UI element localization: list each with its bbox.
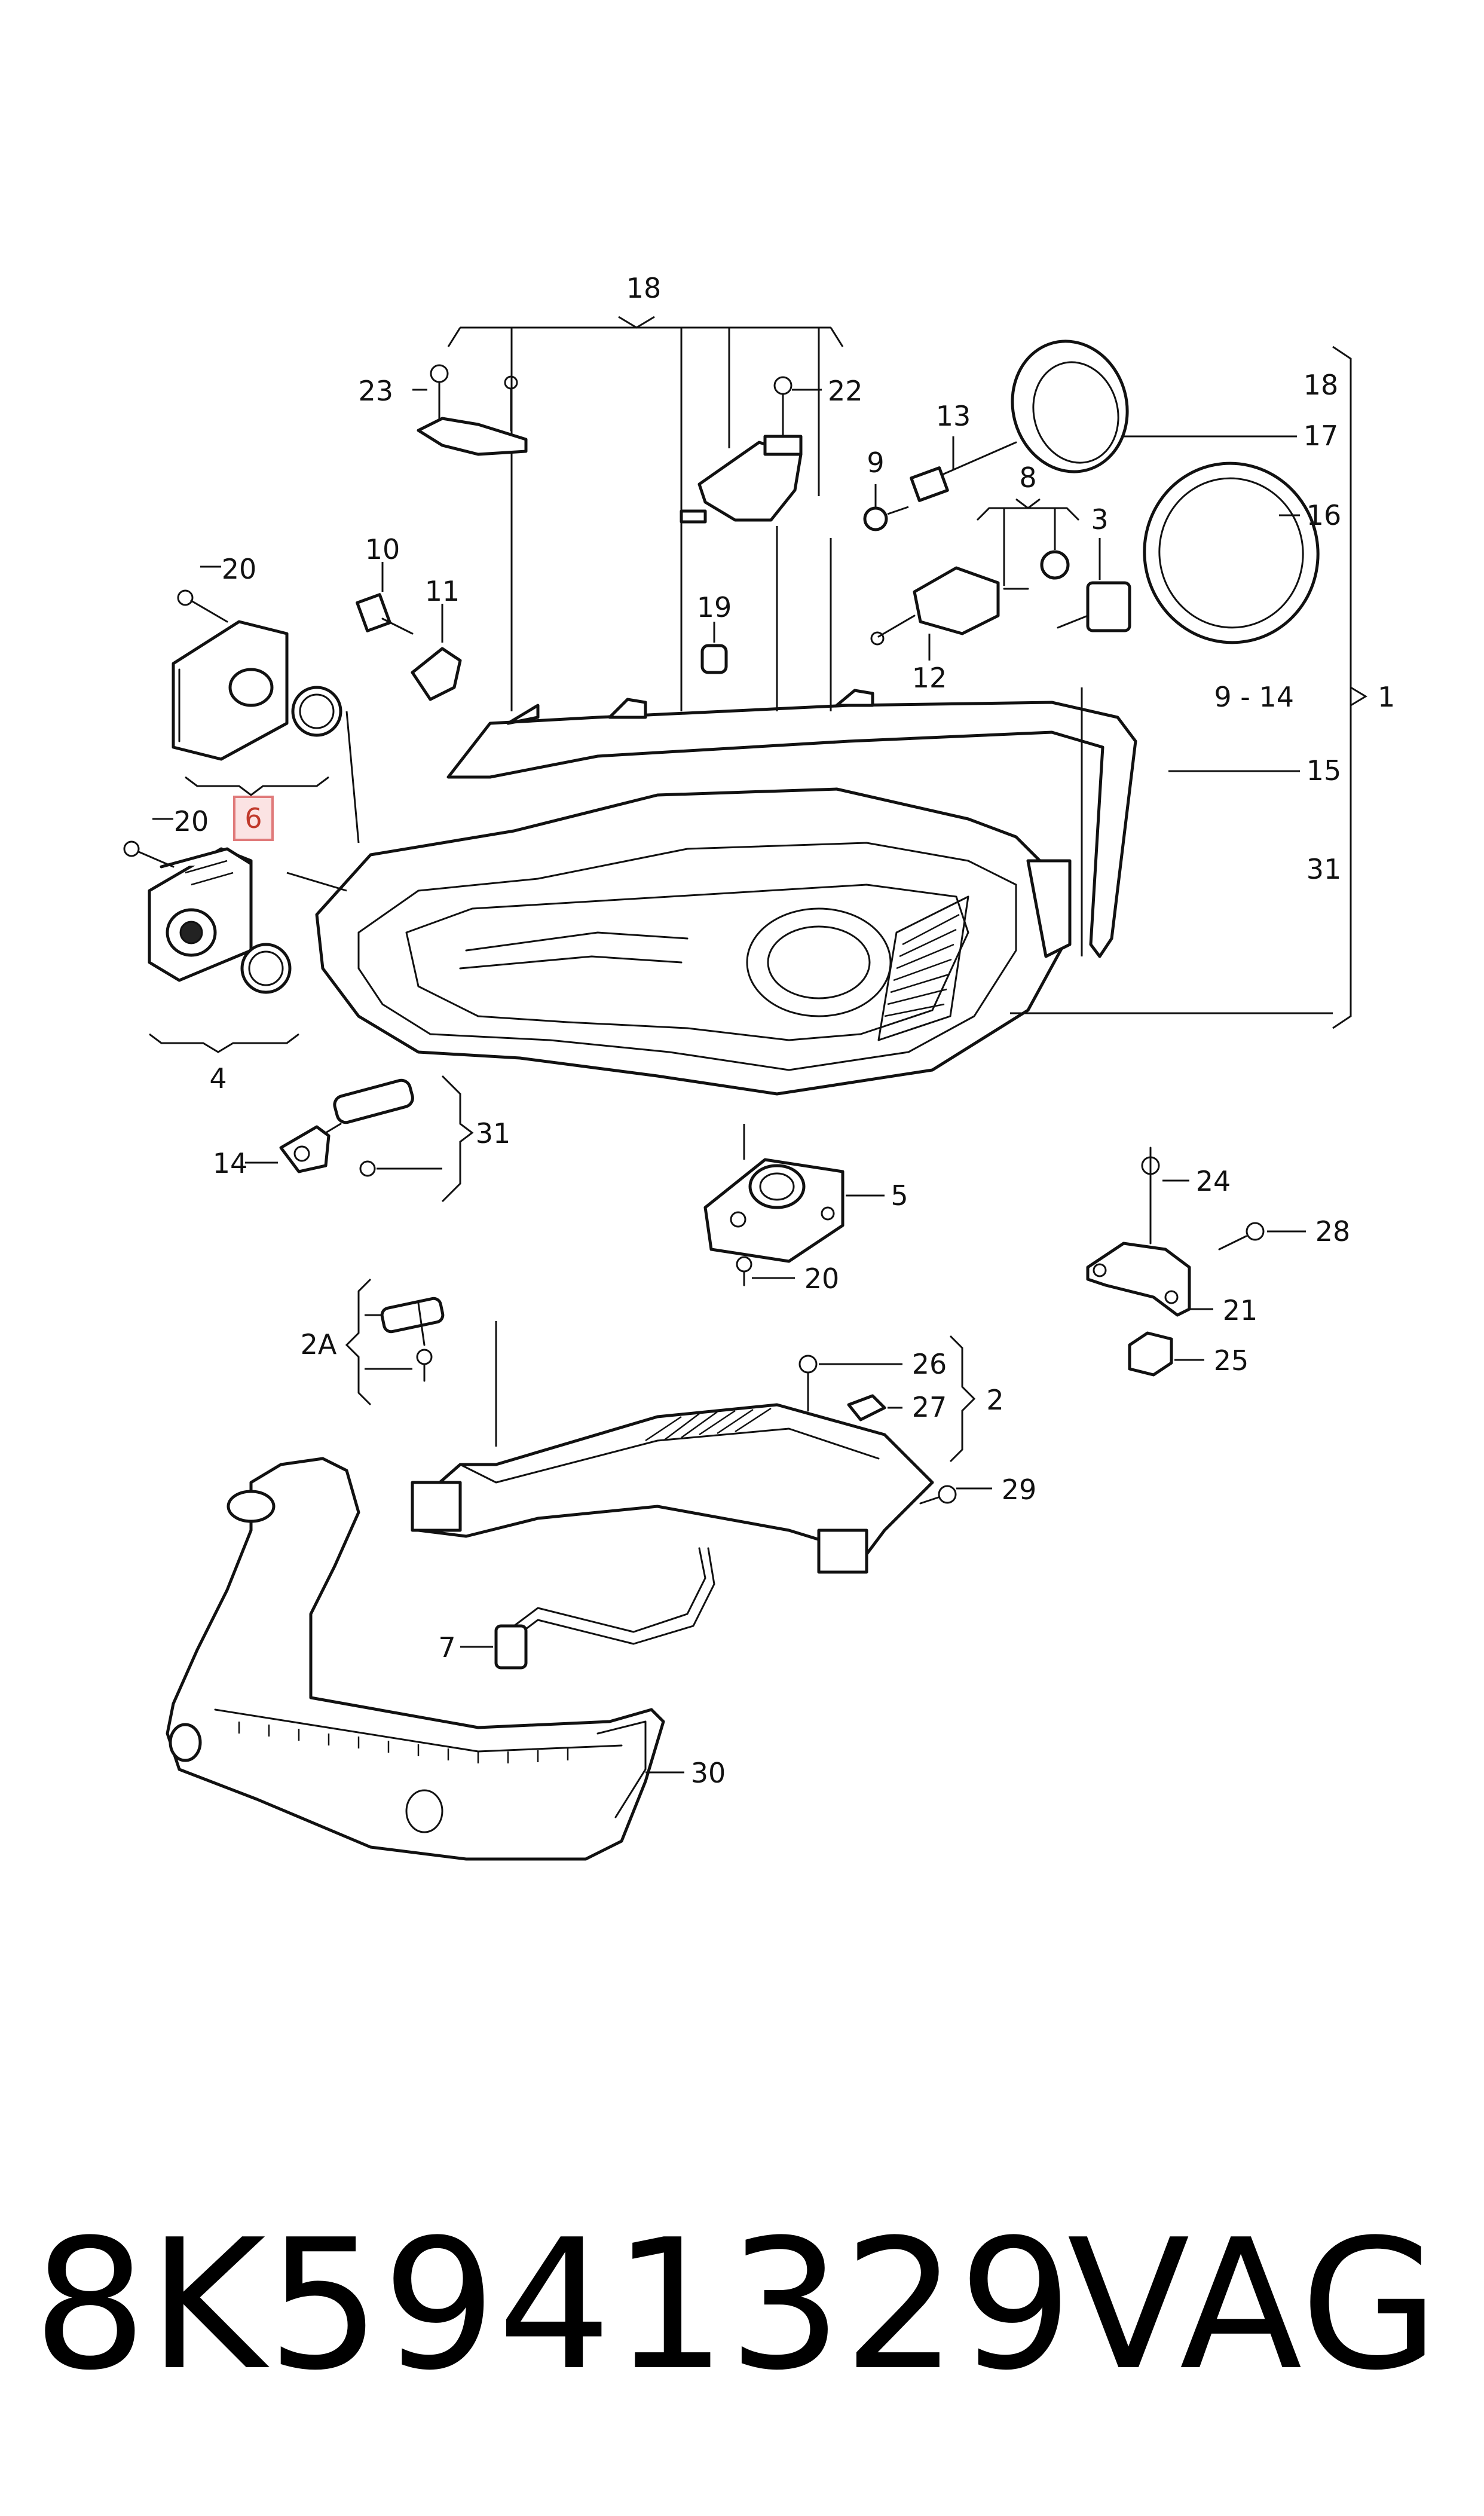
callout-27: 27 xyxy=(912,1391,947,1423)
part-19-plug xyxy=(700,622,728,674)
callout-29: 29 xyxy=(1002,1473,1037,1506)
bracket-1-right xyxy=(1332,346,1367,1029)
callout-8: 8 xyxy=(1019,461,1036,494)
callout-14: 14 xyxy=(213,1147,248,1179)
callout-28: 28 xyxy=(1315,1215,1351,1248)
callout-15: 15 xyxy=(1306,754,1342,787)
part-4-ballast xyxy=(123,818,347,1053)
callout-20-a: 20 xyxy=(222,553,257,585)
callout-26: 26 xyxy=(912,1348,947,1380)
callout-1: 1 xyxy=(1378,681,1395,713)
part-15-cover xyxy=(446,689,1300,958)
part-12-actuator xyxy=(870,566,1000,661)
part-22-adjuster xyxy=(680,376,822,524)
callout-31-left: 31 xyxy=(476,1117,511,1150)
callout-9-14: 9 - 14 xyxy=(1214,681,1294,713)
part-9-clip xyxy=(863,484,909,531)
callout-16: 16 xyxy=(1306,499,1342,531)
part-8-callout-bracket xyxy=(976,498,1080,586)
callout-25: 25 xyxy=(1214,1344,1249,1377)
callout-19: 19 xyxy=(697,591,732,623)
callout-18-top: 18 xyxy=(626,272,662,304)
callout-20-c: 20 xyxy=(804,1262,840,1295)
part-23-bracket xyxy=(412,364,528,456)
part-13-bulb xyxy=(910,436,1017,502)
part-2-carrier xyxy=(411,1335,992,1574)
callout-3: 3 xyxy=(1091,503,1108,536)
callout-22: 22 xyxy=(828,375,863,407)
callout-20-b: 20 xyxy=(174,805,209,837)
part-11-socket xyxy=(411,604,462,701)
part-number: 8K5941329 xyxy=(33,2201,1074,2410)
part-16-cap xyxy=(1143,461,1320,644)
part-8-items xyxy=(1003,550,1070,590)
bracket-18-top xyxy=(447,316,844,711)
part-30-lower-carrier xyxy=(166,1457,684,1861)
part-3-bulb-holder xyxy=(1057,538,1131,632)
part-2a-connector xyxy=(345,1278,497,1447)
part-31-connector-left xyxy=(245,1075,474,1203)
callout-11: 11 xyxy=(425,575,460,607)
part-21-bracket xyxy=(1086,1147,1306,1377)
part-17-cap xyxy=(1011,340,1297,473)
callout-2a: 2A xyxy=(301,1328,337,1361)
callout-12: 12 xyxy=(912,662,947,694)
callout-9: 9 xyxy=(867,447,884,479)
callout-31-right: 31 xyxy=(1306,853,1342,885)
part-6-highlight xyxy=(233,796,274,841)
callout-18-right: 18 xyxy=(1304,369,1339,401)
callout-23: 23 xyxy=(358,375,393,407)
callout-30: 30 xyxy=(691,1757,726,1789)
part-6-ballast xyxy=(172,565,360,843)
callout-21: 21 xyxy=(1223,1294,1258,1326)
callout-6: 6 xyxy=(244,802,262,834)
callout-10: 10 xyxy=(365,533,400,565)
callout-5: 5 xyxy=(891,1179,908,1212)
headlight-housing xyxy=(315,526,1333,1096)
callout-17: 17 xyxy=(1304,420,1339,452)
brand-name: VAG xyxy=(1067,2201,1440,2410)
callout-7: 7 xyxy=(438,1631,455,1664)
callout-2: 2 xyxy=(986,1384,1003,1416)
part-5-control-unit xyxy=(703,1124,885,1286)
part-7-sensor xyxy=(460,1547,715,1670)
callout-13: 13 xyxy=(936,400,971,432)
part-10-bulb xyxy=(356,562,414,635)
callout-4: 4 xyxy=(209,1062,227,1095)
callout-24: 24 xyxy=(1196,1165,1231,1197)
